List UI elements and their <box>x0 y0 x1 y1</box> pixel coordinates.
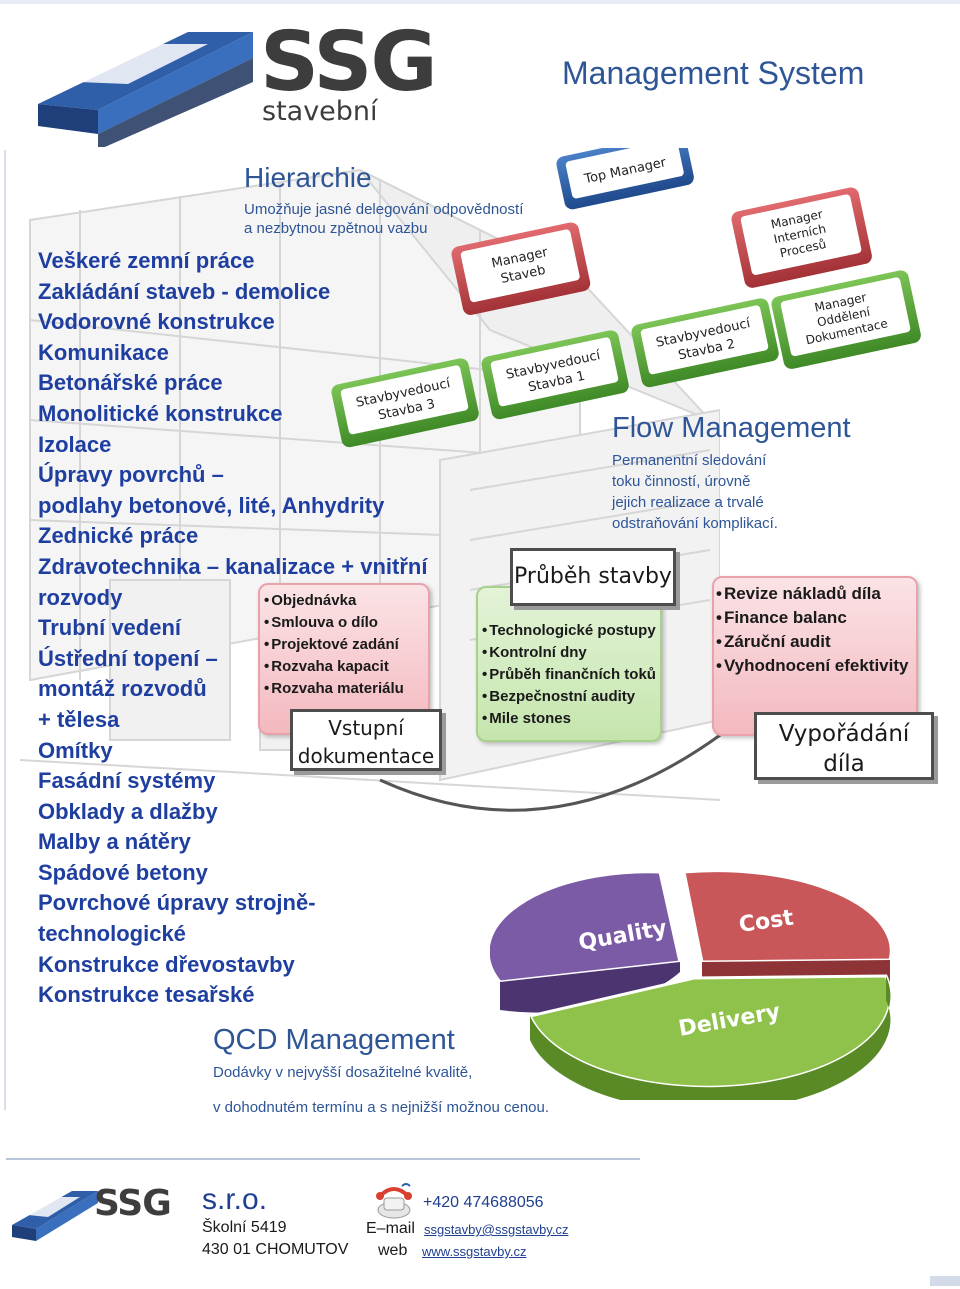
progress-item: Kontrolní dny <box>482 642 656 664</box>
page-title: Management System <box>562 55 865 91</box>
flow-description-line: jejich realizace a trvalé <box>612 494 764 511</box>
flow-description-line: Permanentní sledování <box>612 452 767 469</box>
contact-web-link[interactable]: www.ssgstavby.cz <box>422 1244 527 1259</box>
logo-wordmark: SSG <box>260 15 438 110</box>
service-item: Betonářské práce <box>38 370 223 396</box>
hierarchy-description-line: Umožňuje jasné delegování odpovědností <box>244 201 524 218</box>
progress-item: Bezpečnostní audity <box>482 686 656 708</box>
settlement-item: Finance balanc <box>716 606 908 630</box>
phone-icon <box>376 1183 412 1219</box>
settlement-item: Záruční audit <box>716 630 908 654</box>
address-street: Školní 5419 <box>202 1219 287 1236</box>
work-settlement-list: Revize nákladů díla Finance balanc Záruč… <box>716 582 909 678</box>
ssg-logo-icon <box>38 32 253 147</box>
org-node-stavba-2: Stavbyvedoucí Stavba 2 <box>631 298 779 388</box>
flow-description-line: odstraňování komplikací. <box>612 515 778 532</box>
service-item: Obklady a dlažby <box>38 798 218 824</box>
service-item: Veškeré zemní práce <box>38 248 255 273</box>
label-line: Vstupní <box>328 716 404 740</box>
service-item: Vodorovné konstrukce <box>38 309 275 335</box>
flow-heading: Flow Management <box>612 412 851 444</box>
service-item: Úpravy povrchů – <box>38 462 224 488</box>
flow-description: Permanentní sledování toku činností, úro… <box>612 450 842 534</box>
web-label: web <box>378 1242 408 1259</box>
pie-segment-quality <box>490 870 682 1013</box>
footer-rule <box>6 1158 640 1160</box>
ssg-footer-logo-icon <box>12 1191 98 1241</box>
work-settlement-label: Vypořádání díla <box>754 712 934 780</box>
label-line: Vypořádání <box>778 721 910 747</box>
settlement-item: Revize nákladů díla <box>716 582 908 606</box>
qcd-description-line: Dodávky v nejvyšší dosažitelné kvalitě, <box>213 1064 473 1081</box>
label-line: dokumentace <box>297 744 435 768</box>
service-item: technologické <box>38 921 186 947</box>
service-item: Fasádní systémy <box>38 768 216 794</box>
footer-logo-wordmark: SSG <box>94 1183 172 1224</box>
org-node-manager-interni: Manager Interních Procesů <box>731 187 872 288</box>
hierarchy-description: Umožňuje jasné delegování odpovědností a… <box>244 200 564 238</box>
pie-segment-delivery <box>527 974 892 1100</box>
service-item: rozvody <box>38 584 123 610</box>
service-item: podlahy betonové, lité, Anhydrity <box>38 492 385 518</box>
service-item: Trubní vedení <box>38 615 182 641</box>
label-line: díla <box>823 751 865 777</box>
service-item: Zakládání staveb - demolice <box>38 278 331 304</box>
contact-email-link[interactable]: ssgstavby@ssgstavby.cz <box>424 1222 569 1237</box>
construction-progress-list: Technologické postupy Kontrolní dny Průb… <box>482 620 656 730</box>
label-line: Průběh stavby <box>514 564 672 589</box>
settlement-item: Vyhodnocení efektivity <box>716 654 909 678</box>
qcd-pie-chart: Quality Cost Delivery <box>490 869 893 1100</box>
contact-phone: +420 474688056 <box>423 1194 544 1211</box>
org-node-stavba-1: Stavbyvedoucí Stavba 1 <box>481 330 629 420</box>
services-list: Veškeré zemní práce Zakládání staveb - d… <box>38 246 448 1011</box>
hierarchy-description-line: a nezbytnou zpětnou vazbu <box>244 220 428 237</box>
org-node-manager-staveb: Manager Staveb <box>451 222 591 315</box>
service-item: Omítky <box>38 737 113 763</box>
service-item: Zdravotechnika – kanalizace + vnitřní <box>38 553 428 579</box>
org-node-manager-oddeleni: Manager Oddělení Dokumentace <box>771 270 921 369</box>
progress-item: Průběh finančních toků <box>482 664 656 686</box>
org-node-top-manager: Top Manager <box>556 148 694 210</box>
service-item: Spádové betony <box>38 859 208 885</box>
input-item: Rozvaha kapacit <box>264 656 404 678</box>
qcd-description-line: v dohodnutém termínu a s nejnižší možnou… <box>213 1099 550 1116</box>
service-item: Povrchové úpravy strojně- <box>38 890 316 916</box>
service-item: Malby a nátěry <box>38 829 191 855</box>
service-item: Ústřední topení – <box>38 645 218 671</box>
qcd-heading: QCD Management <box>213 1024 455 1056</box>
logo-subtitle: stavební <box>262 96 378 127</box>
service-item: Zednické práce <box>38 523 199 549</box>
company-suffix: s.r.o. <box>202 1183 268 1216</box>
service-item: Monolitické konstrukce <box>38 400 283 426</box>
top-rule <box>0 0 960 4</box>
corner-rule <box>930 1276 960 1286</box>
email-label: E–mail <box>366 1220 415 1237</box>
hierarchy-heading: Hierarchie <box>244 162 372 193</box>
construction-progress-label: Průběh stavby <box>510 548 676 606</box>
input-item: Objednávka <box>264 590 404 612</box>
input-documentation-list: Objednávka Smlouva o dílo Projektové zad… <box>264 590 404 700</box>
service-item: Konstrukce dřevostavby <box>38 951 295 977</box>
address-city: 430 01 CHOMUTOV <box>202 1241 349 1258</box>
service-item: Konstrukce tesařské <box>38 982 255 1008</box>
side-rule <box>4 150 6 1110</box>
service-item: montáž rozvodů <box>38 676 207 702</box>
service-item: Komunikace <box>38 339 169 365</box>
service-item: Izolace <box>38 431 112 457</box>
service-item: + tělesa <box>38 706 120 732</box>
input-documentation-label: Vstupní dokumentace <box>290 709 442 771</box>
input-item: Rozvaha materiálu <box>264 678 404 700</box>
input-item: Projektové zadání <box>264 634 404 656</box>
org-chart: Top Manager Manager Staveb Manager Inter… <box>331 148 921 448</box>
flow-description-line: toku činností, úrovně <box>612 473 751 490</box>
org-node-stavba-3: Stavbyvedoucí Stavba 3 <box>331 358 479 448</box>
input-item: Smlouva o dílo <box>264 612 404 634</box>
progress-item: Mile stones <box>482 708 656 730</box>
progress-item: Technologické postupy <box>482 620 656 642</box>
